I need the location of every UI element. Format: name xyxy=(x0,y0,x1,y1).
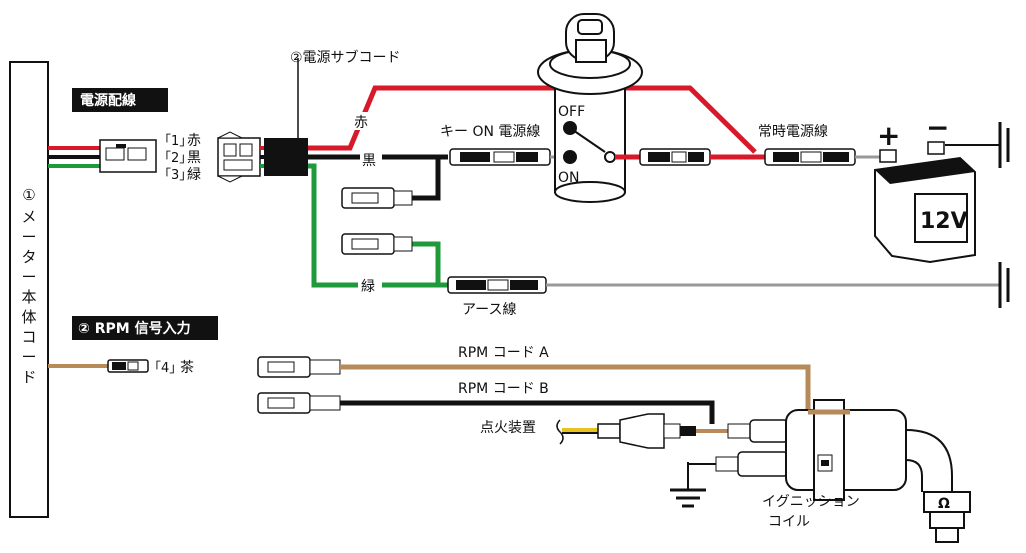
battery-voltage: 12V xyxy=(920,209,968,234)
green-wire-label: 緑 xyxy=(361,279,375,295)
switch-lever xyxy=(569,127,606,153)
switch-red-connector xyxy=(639,148,711,166)
key-switch xyxy=(537,13,643,203)
spare-terminal-black xyxy=(341,187,413,209)
rpm-cord-b-label: RPM コード B xyxy=(458,381,549,397)
battery-plus: + xyxy=(877,119,900,152)
black-wire-branch xyxy=(412,157,441,201)
key-on-wire xyxy=(449,148,572,166)
meter-to-connector-wires xyxy=(48,146,100,168)
coil-terminal-upper xyxy=(727,419,789,443)
sub-cord-connector xyxy=(217,131,261,183)
green-wire xyxy=(308,163,448,288)
ground-icon-battery xyxy=(945,122,1010,168)
green-wire-branch xyxy=(412,241,441,288)
ignition-device-label: 点火装置 xyxy=(480,420,536,436)
earth-wire-label: アース線 xyxy=(462,302,516,318)
spare-terminal-green xyxy=(341,233,413,255)
earth-wire-connector xyxy=(447,276,547,294)
meter-body-cord xyxy=(9,61,49,518)
ignition-coil-icon xyxy=(785,399,953,501)
red-wire-label: 赤 xyxy=(354,115,368,131)
svg-text:ー: ー xyxy=(21,348,36,366)
switch-on-label: ON xyxy=(558,170,580,186)
pin-2-color: 黒 xyxy=(187,150,201,166)
pin-1-number: 「1」 xyxy=(158,134,192,149)
svg-text:コ: コ xyxy=(21,328,36,346)
sub-cord-sleeve xyxy=(264,138,308,176)
red-wire xyxy=(308,85,757,154)
svg-text:本: 本 xyxy=(21,288,36,306)
coil-terminal-lower xyxy=(715,451,789,477)
svg-text:ド: ド xyxy=(21,368,36,386)
pin-3-color: 緑 xyxy=(187,167,201,183)
rpm-pin-color: 茶 xyxy=(180,360,194,376)
key-on-wire-label: キー ON 電源線 xyxy=(440,124,540,140)
spark-plug-icon xyxy=(923,491,971,543)
pin-2-number: 「2」 xyxy=(158,151,192,166)
constant-power-label: 常時電源線 xyxy=(758,124,828,140)
rpm-cord-a-terminal xyxy=(257,356,341,378)
switch-on-terminal xyxy=(563,150,577,164)
switch-common-terminal xyxy=(604,151,616,163)
constant-power-connector xyxy=(764,148,890,166)
meter-cord-number: ① xyxy=(22,186,35,204)
rpm-input-header: ② RPM 信号入力 xyxy=(78,320,191,337)
power-wiring-header-bg xyxy=(72,88,168,112)
key-icon xyxy=(565,13,615,63)
rpm-cord-b-wire xyxy=(340,400,715,424)
battery-icon xyxy=(874,141,976,264)
rpm-cord-a-label: RPM コード A xyxy=(458,345,549,361)
meter-cord-label: メ ー タ ー 本 体 コ ー ド xyxy=(21,208,36,386)
svg-text:メ: メ xyxy=(21,208,36,226)
rpm-header-bg xyxy=(72,316,218,340)
plug-resistor-symbol: Ω xyxy=(938,496,950,512)
rpm-cord-a-wire xyxy=(340,364,811,420)
battery-minus: − xyxy=(926,111,949,144)
power-wiring-header: 電源配線 xyxy=(80,92,136,109)
svg-text:体: 体 xyxy=(21,308,36,326)
ground-icon-coil xyxy=(670,462,706,508)
svg-text:ー: ー xyxy=(21,268,36,286)
switch-off-label: OFF xyxy=(558,104,585,120)
pin-3-number: 「3」 xyxy=(158,168,192,183)
rpm-pin-number: 「4」 xyxy=(148,361,182,376)
pin-1-color: 赤 xyxy=(187,133,201,149)
main-connector xyxy=(99,139,157,173)
rpm-cord-b-terminal xyxy=(257,392,341,414)
black-wire-label: 黒 xyxy=(362,153,376,169)
sub-cord-label: ②電源サブコード xyxy=(290,49,401,66)
coil-label-line2: コイル xyxy=(768,514,810,530)
ignition-device-connector xyxy=(597,413,696,449)
ground-icon-earth xyxy=(998,262,1010,308)
coil-label-line1: イグニッション xyxy=(762,494,860,510)
svg-text:ー: ー xyxy=(21,228,36,246)
svg-text:タ: タ xyxy=(21,248,36,266)
rpm-pin-connector xyxy=(107,359,149,373)
